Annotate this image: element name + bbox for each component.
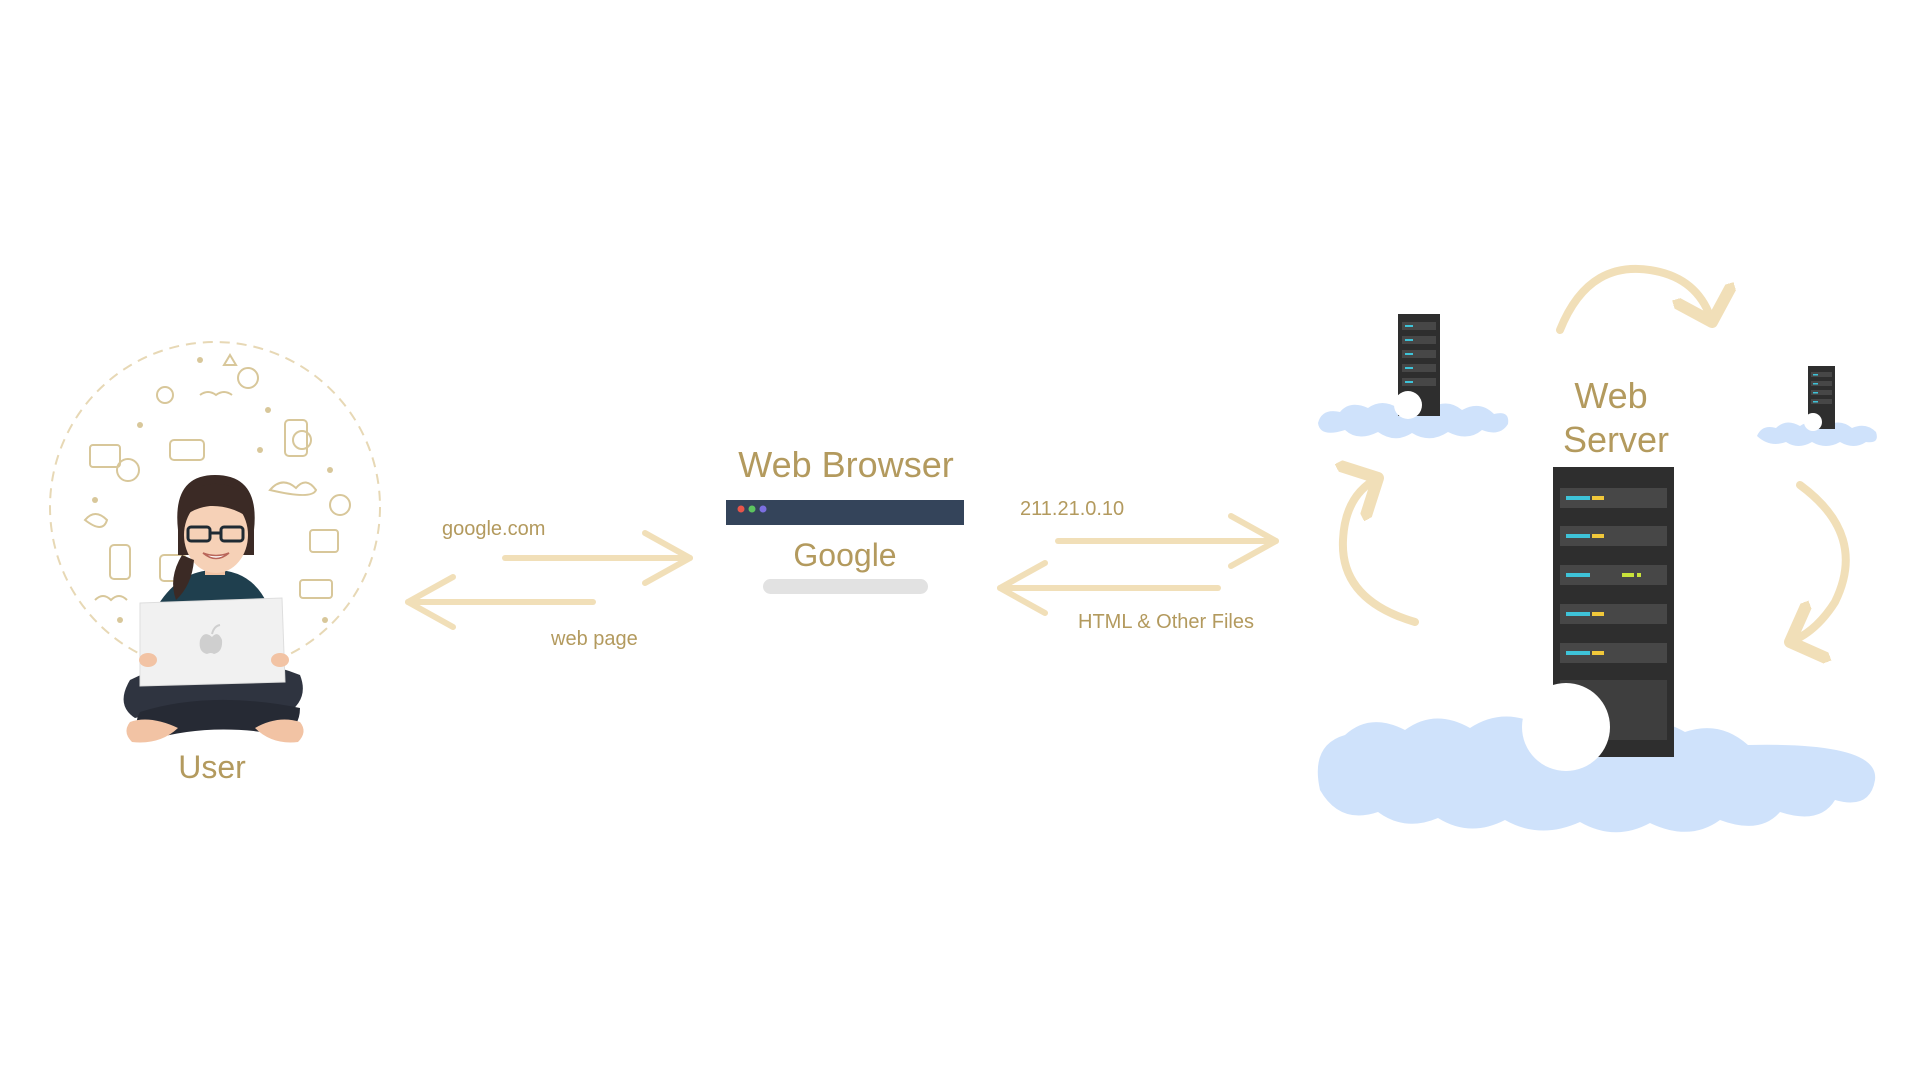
- main-server-icon: [1522, 467, 1674, 771]
- laptop-logo-icon: [199, 634, 223, 654]
- browser-title-bar: [726, 500, 964, 525]
- server-request-arrow: [1055, 513, 1279, 569]
- user-label: User: [178, 749, 246, 785]
- web-browser-label: Web Browser: [738, 444, 953, 485]
- maximize-dot-icon: [748, 505, 756, 513]
- response-arrow: [405, 574, 596, 630]
- browser-page-title: Google: [793, 537, 896, 573]
- user-group: [49, 341, 381, 743]
- web-server-label-line2: Server: [1563, 419, 1669, 460]
- request-url-label: google.com: [442, 518, 545, 540]
- web-server-label-line1: Web: [1574, 375, 1647, 416]
- close-dot-icon: [737, 505, 745, 513]
- ip-address-label: 211.21.0.10: [1020, 498, 1124, 520]
- request-arrow: [502, 530, 693, 586]
- response-page-label: web page: [550, 628, 638, 650]
- minimize-dot-icon: [759, 505, 767, 513]
- user-icon: [123, 475, 304, 743]
- small-cloud-right-icon: [1757, 422, 1877, 446]
- server-response-label: HTML & Other Files: [1078, 611, 1254, 633]
- cycle-arrows: [1343, 264, 1850, 642]
- main-cloud-icon: [1317, 716, 1876, 833]
- small-cloud-left-icon: [1318, 403, 1509, 439]
- cycle-arrow-left-icon: [1343, 478, 1419, 626]
- cycle-arrow-right-icon: [1790, 481, 1850, 642]
- cycle-arrow-top-icon: [1556, 264, 1712, 334]
- small-server-right-icon: [1804, 366, 1835, 431]
- browser-window: Google: [726, 500, 964, 594]
- server-response-arrow: [997, 560, 1221, 616]
- small-server-left-icon: [1394, 314, 1440, 419]
- browser-search-box: [763, 579, 928, 594]
